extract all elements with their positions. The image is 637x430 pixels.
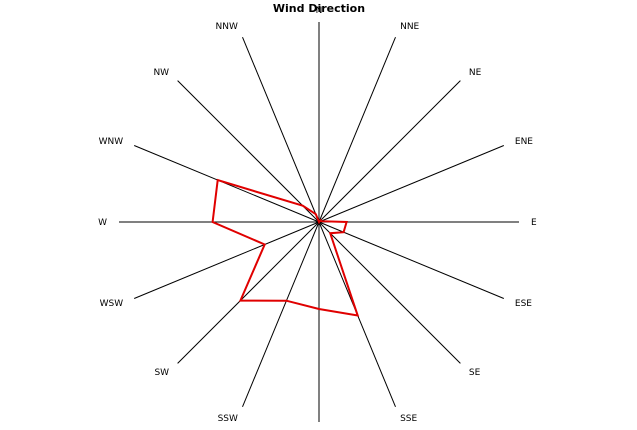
direction-label-e: E xyxy=(531,218,537,228)
axis-line-ne xyxy=(318,80,461,223)
direction-label-se: SE xyxy=(469,368,481,378)
axis-line-ene xyxy=(318,145,504,223)
data-point-nnw xyxy=(315,213,317,215)
data-point-e xyxy=(345,221,348,223)
data-point-w xyxy=(211,221,214,223)
direction-label-wsw: WSW xyxy=(100,299,124,309)
data-point-wnw xyxy=(216,179,219,181)
direction-label-ese: ESE xyxy=(515,299,532,309)
data-point-wsw xyxy=(263,243,266,246)
axis-line-se xyxy=(318,221,461,364)
data-point-nne xyxy=(318,220,321,222)
data-point-nw xyxy=(301,204,304,207)
data-point-sse xyxy=(356,314,359,317)
direction-label-w: W xyxy=(98,218,107,228)
direction-label-nw: NW xyxy=(153,68,169,78)
data-point-ene xyxy=(320,220,322,222)
direction-label-ene: ENE xyxy=(515,137,533,147)
direction-labels: NNNENEENEEESESESSESSSWSWWSWWWNWNWNNW xyxy=(98,6,537,424)
axis-line-wsw xyxy=(134,221,320,299)
series-layer xyxy=(211,178,360,317)
data-point-ese xyxy=(342,231,345,233)
chart-title: Wind Direction xyxy=(273,2,365,15)
data-point-se xyxy=(329,232,332,234)
axis-line-sw xyxy=(177,221,320,364)
direction-label-ssw: SSW xyxy=(218,414,238,424)
direction-label-nnw: NNW xyxy=(216,22,238,32)
series-polygon-0 xyxy=(211,178,360,317)
axis-line-ese xyxy=(318,221,504,299)
axis-line-nne xyxy=(318,37,396,223)
data-point-s xyxy=(318,308,320,310)
direction-label-ne: NE xyxy=(469,68,482,78)
direction-label-sse: SSE xyxy=(400,414,417,424)
direction-label-wnw: WNW xyxy=(99,137,124,147)
axis-line-nnw xyxy=(242,37,320,223)
direction-label-sw: SW xyxy=(154,368,169,378)
direction-label-nne: NNE xyxy=(400,22,419,32)
direction-label-n: N xyxy=(316,6,323,16)
axis-line-ssw xyxy=(242,221,320,407)
axis-line-nw xyxy=(177,80,320,223)
direction-axes xyxy=(119,22,519,422)
data-point-sw xyxy=(239,299,242,302)
data-point-ssw xyxy=(285,299,288,302)
